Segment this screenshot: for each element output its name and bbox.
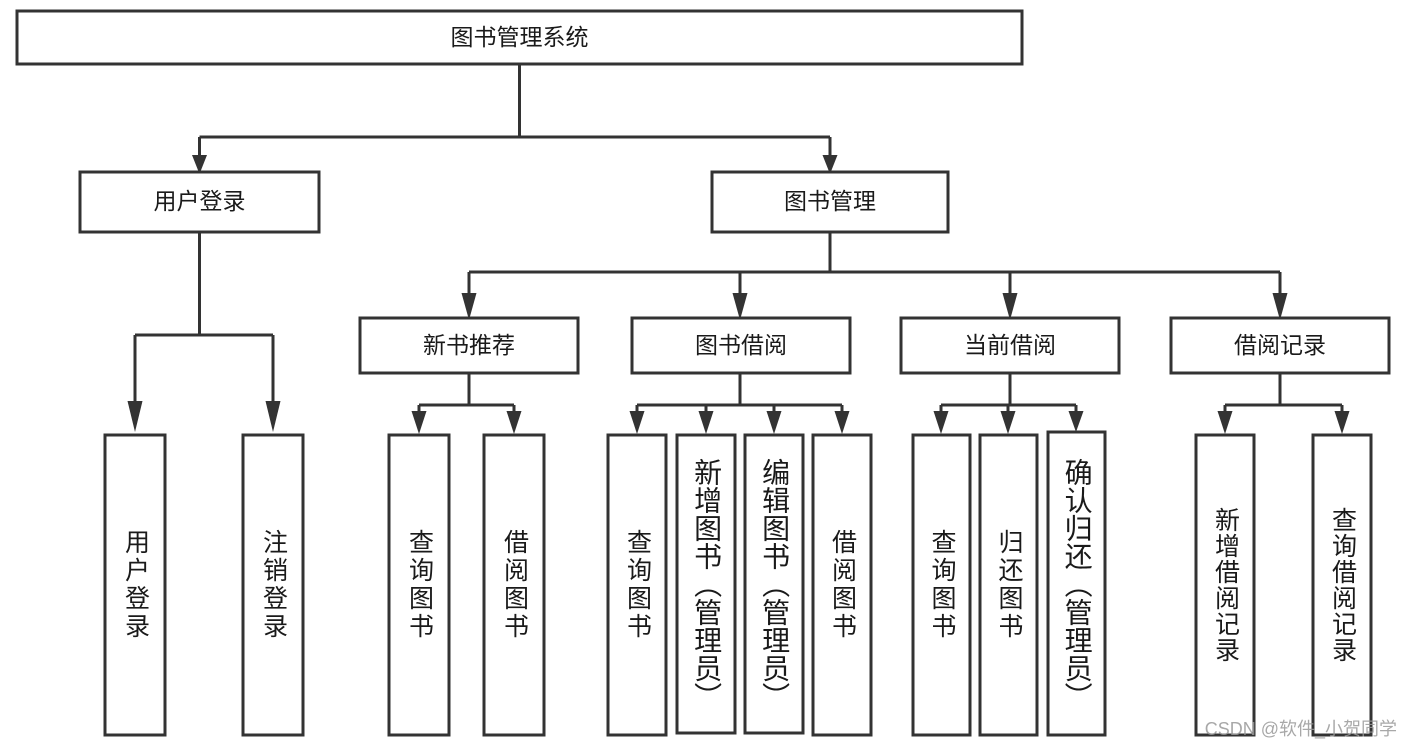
node-user-login-label: 用户登录 (154, 188, 246, 214)
node-root-label: 图书管理系统 (451, 24, 589, 50)
node-borrow-record-label: 借阅记录 (1234, 332, 1326, 358)
leaf-query-borrow-record-box[interactable] (1311, 433, 1373, 737)
node-current-borrow-box[interactable] (899, 316, 1121, 375)
node-book-borrow-box[interactable] (630, 316, 852, 375)
node-new-book-recommend-label: 新书推荐 (423, 332, 515, 358)
leaf-box-group (103, 430, 1373, 737)
node-new-book-recommend-box[interactable] (358, 316, 580, 375)
leaf-query-book-current-box[interactable] (911, 433, 972, 737)
arrowhead-leaf-confirm-return-admin (1068, 411, 1084, 432)
node-new-book-recommend[interactable]: 新书推荐 (358, 316, 580, 375)
arrowhead-leaf-borrow-book (834, 411, 850, 434)
node-user-login-box[interactable] (78, 170, 321, 234)
arrowhead-user-login (192, 155, 207, 174)
node-borrow-record-box[interactable] (1169, 316, 1391, 375)
arrowhead-leaf-query-book-recommend (411, 411, 427, 434)
arrowhead-leaf-return-book (1000, 411, 1016, 434)
arrowhead-leaf-add-book-admin (698, 411, 714, 434)
node-book-management[interactable]: 图书管理 (710, 170, 950, 234)
node-borrow-record[interactable]: 借阅记录 (1169, 316, 1391, 375)
leaf-edit-book-admin-box[interactable] (743, 433, 805, 735)
arrowhead-current-borrow (1002, 293, 1018, 320)
leaf-user-logout-box[interactable] (241, 433, 305, 737)
leaf-query-book-recommend-box[interactable] (387, 433, 451, 737)
node-user-login[interactable]: 用户登录 (78, 170, 321, 234)
leaf-user-login-box[interactable] (103, 433, 167, 737)
leaf-borrow-book-box[interactable] (811, 433, 873, 737)
leaf-confirm-return-admin-box[interactable] (1046, 430, 1107, 737)
arrowhead-borrow-record (1272, 293, 1288, 320)
node-current-borrow-label: 当前借阅 (964, 332, 1056, 358)
node-root-box[interactable] (15, 9, 1024, 66)
arrowhead-book-management (822, 155, 838, 174)
node-book-borrow-label: 图书借阅 (695, 332, 787, 358)
arrowhead-new-book-recommend (461, 293, 477, 320)
csdn-watermark: CSDN @软件_小贺同学 (1204, 719, 1397, 739)
arrowhead-leaf-add-borrow-record (1217, 411, 1233, 434)
arrowhead-leaf-query-book-current (933, 411, 949, 434)
node-book-management-label: 图书管理 (784, 188, 876, 214)
leaf-return-book-box[interactable] (978, 433, 1039, 737)
arrowhead-leaf-query-borrow-record (1334, 411, 1350, 434)
node-book-borrow[interactable]: 图书借阅 (630, 316, 852, 375)
arrowhead-book-borrow (732, 293, 748, 320)
leaf-query-book-borrow-box[interactable] (606, 433, 668, 737)
leaf-borrow-book-recommend-box[interactable] (482, 433, 546, 737)
arrowhead-leaf-query-book-borrow (629, 411, 645, 434)
connector-group (127, 64, 1350, 434)
arrowhead-leaf-user-logout (265, 401, 281, 432)
arrowhead-leaf-edit-book-admin (766, 411, 782, 434)
arrowhead-leaf-borrow-book-recommend (506, 411, 522, 434)
node-book-management-box[interactable] (710, 170, 950, 234)
node-root[interactable]: 图书管理系统 (15, 9, 1024, 66)
arrowhead-leaf-user-login (127, 401, 143, 432)
leaf-add-borrow-record-box[interactable] (1194, 433, 1256, 737)
leaf-add-book-admin-box[interactable] (675, 433, 737, 735)
node-current-borrow[interactable]: 当前借阅 (899, 316, 1121, 375)
